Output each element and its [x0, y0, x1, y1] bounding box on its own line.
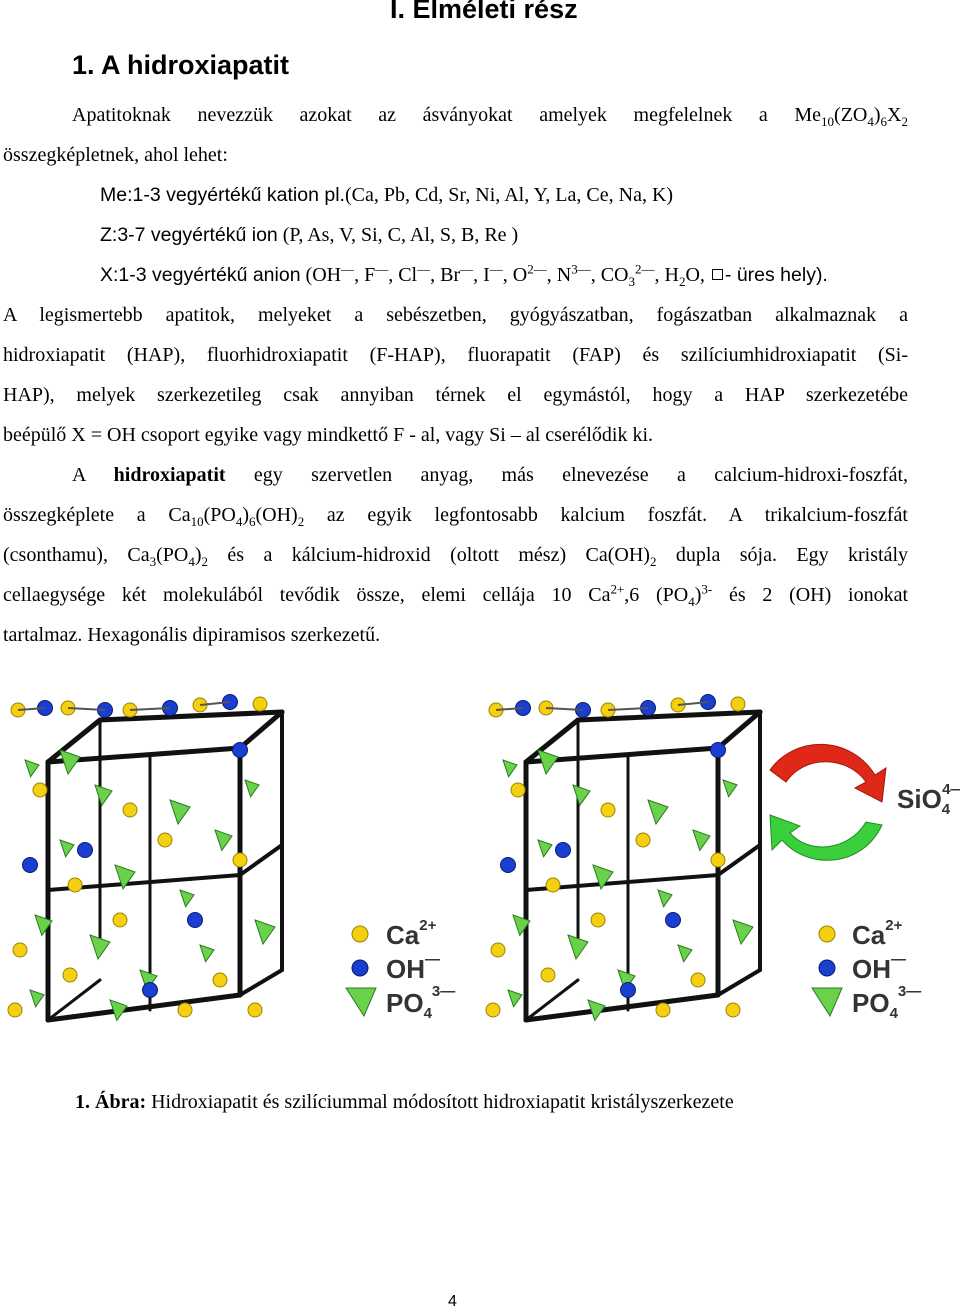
si-hap-structure-panel	[485, 694, 763, 1023]
paragraph3-line4: cellaegysége két molekulából tevődik öss…	[3, 581, 908, 609]
po4-legend-icon	[811, 987, 843, 1018]
paragraph2-line4: beépülő X = OH csoport egyike vagy mindk…	[3, 424, 654, 446]
sio4-label: SiO44—	[897, 781, 960, 818]
legend-oh-label: OH—	[852, 951, 906, 984]
empty-box-icon	[711, 269, 723, 280]
paragraph1-line2: összegképletnek, ahol lehet:	[3, 144, 228, 166]
paragraph2-line3: HAP), melyek szerkezetileg csak annyiban…	[3, 384, 908, 406]
section-title: 1. A hidroxiapatit	[72, 50, 290, 80]
legend-ca-label: Ca2+	[852, 917, 903, 950]
paragraph3-line5: tartalmaz. Hexagonális dipiramisos szerk…	[3, 624, 381, 646]
legend-po4-label: PO43—	[852, 983, 921, 1022]
legend-ca-label: Ca2+	[386, 917, 437, 950]
paragraph2-line2: hidroxiapatit (HAP), fluorhidroxiapatit …	[3, 344, 908, 366]
ca-legend-icon	[351, 925, 369, 943]
paragraph3-line2: összegképlete a Ca10(PO4)6(OH)2 az egyik…	[3, 504, 908, 529]
paragraph2-line1: A legismertebb apatitok, melyeket a sebé…	[3, 304, 908, 326]
crystal-structure-svg: SiO44— Ca2+ OH— PO43— Ca2+ OH— PO43—	[7, 694, 960, 1023]
oh-legend-icon	[818, 959, 836, 977]
legend-po4-label: PO43—	[386, 983, 455, 1022]
ion-list-me: Me:1-3 vegyértékű kation pl.(Ca, Pb, Cd,…	[100, 184, 674, 206]
ion-list-x: X:1-3 vegyértékű anion (OH—, F—, Cl—, Br…	[100, 261, 828, 289]
legend-left: Ca2+ OH— PO43—	[345, 917, 455, 1022]
crystal-structure-figure: SiO44— Ca2+ OH— PO43— Ca2+ OH— PO43—	[0, 690, 960, 1040]
legend-oh-label: OH—	[386, 951, 440, 984]
exchange-arrows-icon	[769, 743, 887, 861]
paragraph3-line3: (csonthamu), Ca3(PO4)2 és a kálcium-hidr…	[3, 544, 909, 569]
ca-legend-icon	[818, 925, 836, 943]
paragraph3-line1: A hidroxiapatit egy szervetlen anyag, má…	[72, 464, 909, 486]
legend-right: Ca2+ OH— PO43—	[811, 917, 921, 1022]
hap-structure-panel	[7, 694, 285, 1023]
oh-legend-icon	[351, 959, 369, 977]
figure-caption: 1. Ábra: Hidroxiapatit és szilíciummal m…	[75, 1091, 734, 1113]
ion-list-z: Z:3-7 vegyértékű ion (P, As, V, Si, C, A…	[100, 224, 519, 246]
page-number: 4	[448, 1293, 457, 1310]
part-title: I. Elméleti rész	[390, 0, 578, 24]
po4-legend-icon	[345, 987, 377, 1018]
paragraph1-line1: Apatitoknak nevezzük azokat az ásványoka…	[72, 104, 908, 129]
